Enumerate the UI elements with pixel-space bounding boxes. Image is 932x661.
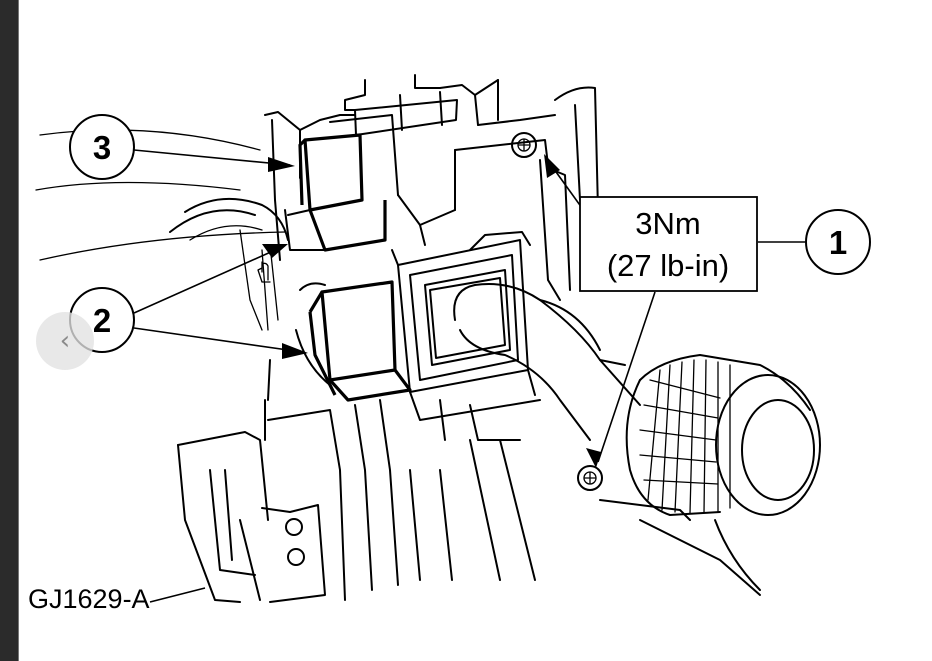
torque-spec-box: 3Nm (27 lb-in): [579, 196, 758, 292]
stalk-knob: [625, 354, 821, 516]
lower-screw-icon: [577, 465, 603, 491]
connector-2-lower: [295, 280, 412, 402]
column-housing: [264, 74, 599, 301]
torque-value-imperial: (27 lb-in): [607, 248, 729, 283]
arrowheads: [262, 154, 601, 468]
switch-body: [391, 231, 541, 441]
chevron-left-icon: ‹: [59, 326, 71, 356]
callout-2-label: 2: [93, 302, 111, 339]
callout-1-label: 1: [829, 224, 847, 261]
back-nav-button[interactable]: ‹: [36, 312, 94, 370]
wiring-sketch: [35, 129, 289, 331]
torque-value: 3Nm: [635, 206, 700, 241]
callout-1: 1: [805, 209, 871, 275]
callout-3-label: 3: [93, 129, 111, 166]
lower-housing: [177, 359, 761, 603]
connector-3: [284, 133, 387, 252]
multifunction-stalk: [453, 283, 641, 441]
viewer-edge: [0, 0, 19, 661]
callout-3: 3: [69, 114, 135, 180]
figure-reference: GJ1629-A: [28, 584, 150, 614]
upper-screw-icon: [511, 132, 537, 158]
hand-pointer-icon: [257, 261, 271, 283]
